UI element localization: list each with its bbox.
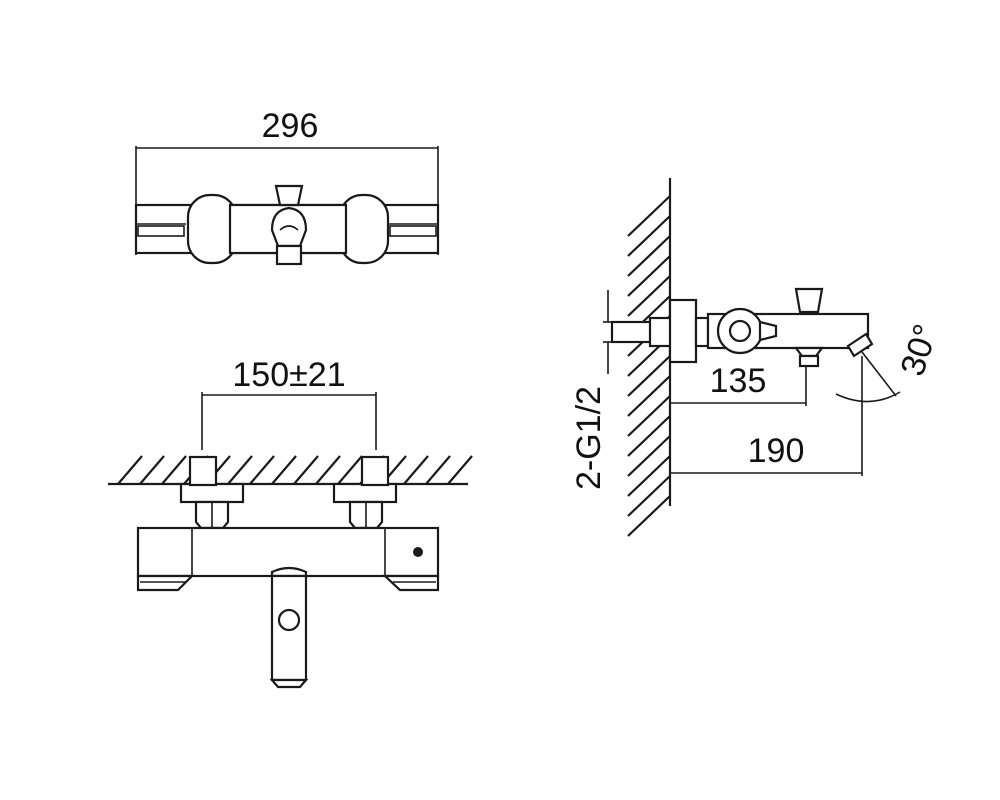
- inlet-spacing-label: 150±21: [232, 356, 345, 394]
- escutcheon-right: [332, 482, 398, 504]
- end-handle-right: [382, 574, 440, 592]
- hatch-line: [337, 455, 363, 485]
- top-view: 296: [134, 107, 440, 266]
- side-angled-nozzle: [846, 332, 874, 358]
- top-spout-curve: [279, 225, 299, 231]
- hatch-line: [139, 455, 165, 485]
- side-diverter-knob: [794, 287, 824, 314]
- hatch-line: [627, 495, 671, 537]
- front-spout-outlet: [277, 608, 301, 632]
- hatch-line: [627, 255, 671, 297]
- hatch-line: [249, 455, 275, 485]
- hatch-line: [161, 455, 187, 485]
- hatch-line: [627, 275, 671, 317]
- escutcheon-left: [179, 482, 245, 504]
- side-nut: [648, 316, 674, 348]
- front-spout-tip: [269, 678, 309, 689]
- hatch-line: [627, 355, 671, 397]
- side-handle-center: [728, 319, 752, 343]
- hatch-line: [425, 455, 451, 485]
- top-handle-right: [338, 193, 390, 265]
- front-spout-top: [270, 566, 308, 578]
- spout-angle-label: 30°: [893, 320, 945, 381]
- side-wall-hatch: [627, 195, 671, 537]
- thread-label: 2-G1/2: [570, 386, 608, 490]
- hatch-line: [271, 455, 297, 485]
- angle-arc: [835, 391, 901, 403]
- angle-reference-line: [861, 351, 897, 397]
- hatch-line: [227, 455, 253, 485]
- hatch-line: [293, 455, 319, 485]
- hatch-line: [627, 435, 671, 477]
- end-handle-left: [136, 574, 195, 592]
- hatch-line: [315, 455, 341, 485]
- front-wall-hatch: [117, 455, 473, 485]
- side-spout-outlet: [798, 354, 820, 368]
- top-width-label: 296: [262, 107, 319, 145]
- hatch-line: [403, 455, 429, 485]
- hatch-line: [627, 375, 671, 417]
- top-spout: [270, 206, 308, 248]
- side-handle-lever: [758, 320, 778, 342]
- hatch-line: [117, 455, 143, 485]
- side-spout-cone: [793, 346, 825, 358]
- hatch-line: [627, 235, 671, 277]
- hatch-line: [627, 195, 671, 237]
- hatch-line: [627, 215, 671, 257]
- inlet-pipe-right: [360, 455, 390, 487]
- hatch-line: [627, 455, 671, 497]
- top-spout-outlet: [275, 244, 303, 266]
- side-view: 2-G1/2 135 190 30°: [570, 178, 945, 537]
- top-cap-left: [137, 225, 185, 237]
- hatch-line: [627, 395, 671, 437]
- front-view: 150±21: [108, 356, 473, 689]
- temperature-indicator-dot: [413, 547, 423, 557]
- hatch-line: [447, 455, 473, 485]
- hatch-line: [627, 415, 671, 457]
- side-inlet-pipe: [610, 320, 654, 344]
- hatch-line: [627, 475, 671, 517]
- side-connector: [694, 316, 710, 348]
- wall-to-spout-label: 190: [748, 432, 805, 470]
- top-diverter-knob: [274, 184, 304, 207]
- side-escutcheon: [668, 298, 698, 364]
- top-handle-left: [186, 193, 238, 265]
- inlet-pipe-left: [188, 455, 218, 487]
- top-cap-right: [389, 225, 437, 237]
- wall-to-handle-label: 135: [710, 362, 767, 400]
